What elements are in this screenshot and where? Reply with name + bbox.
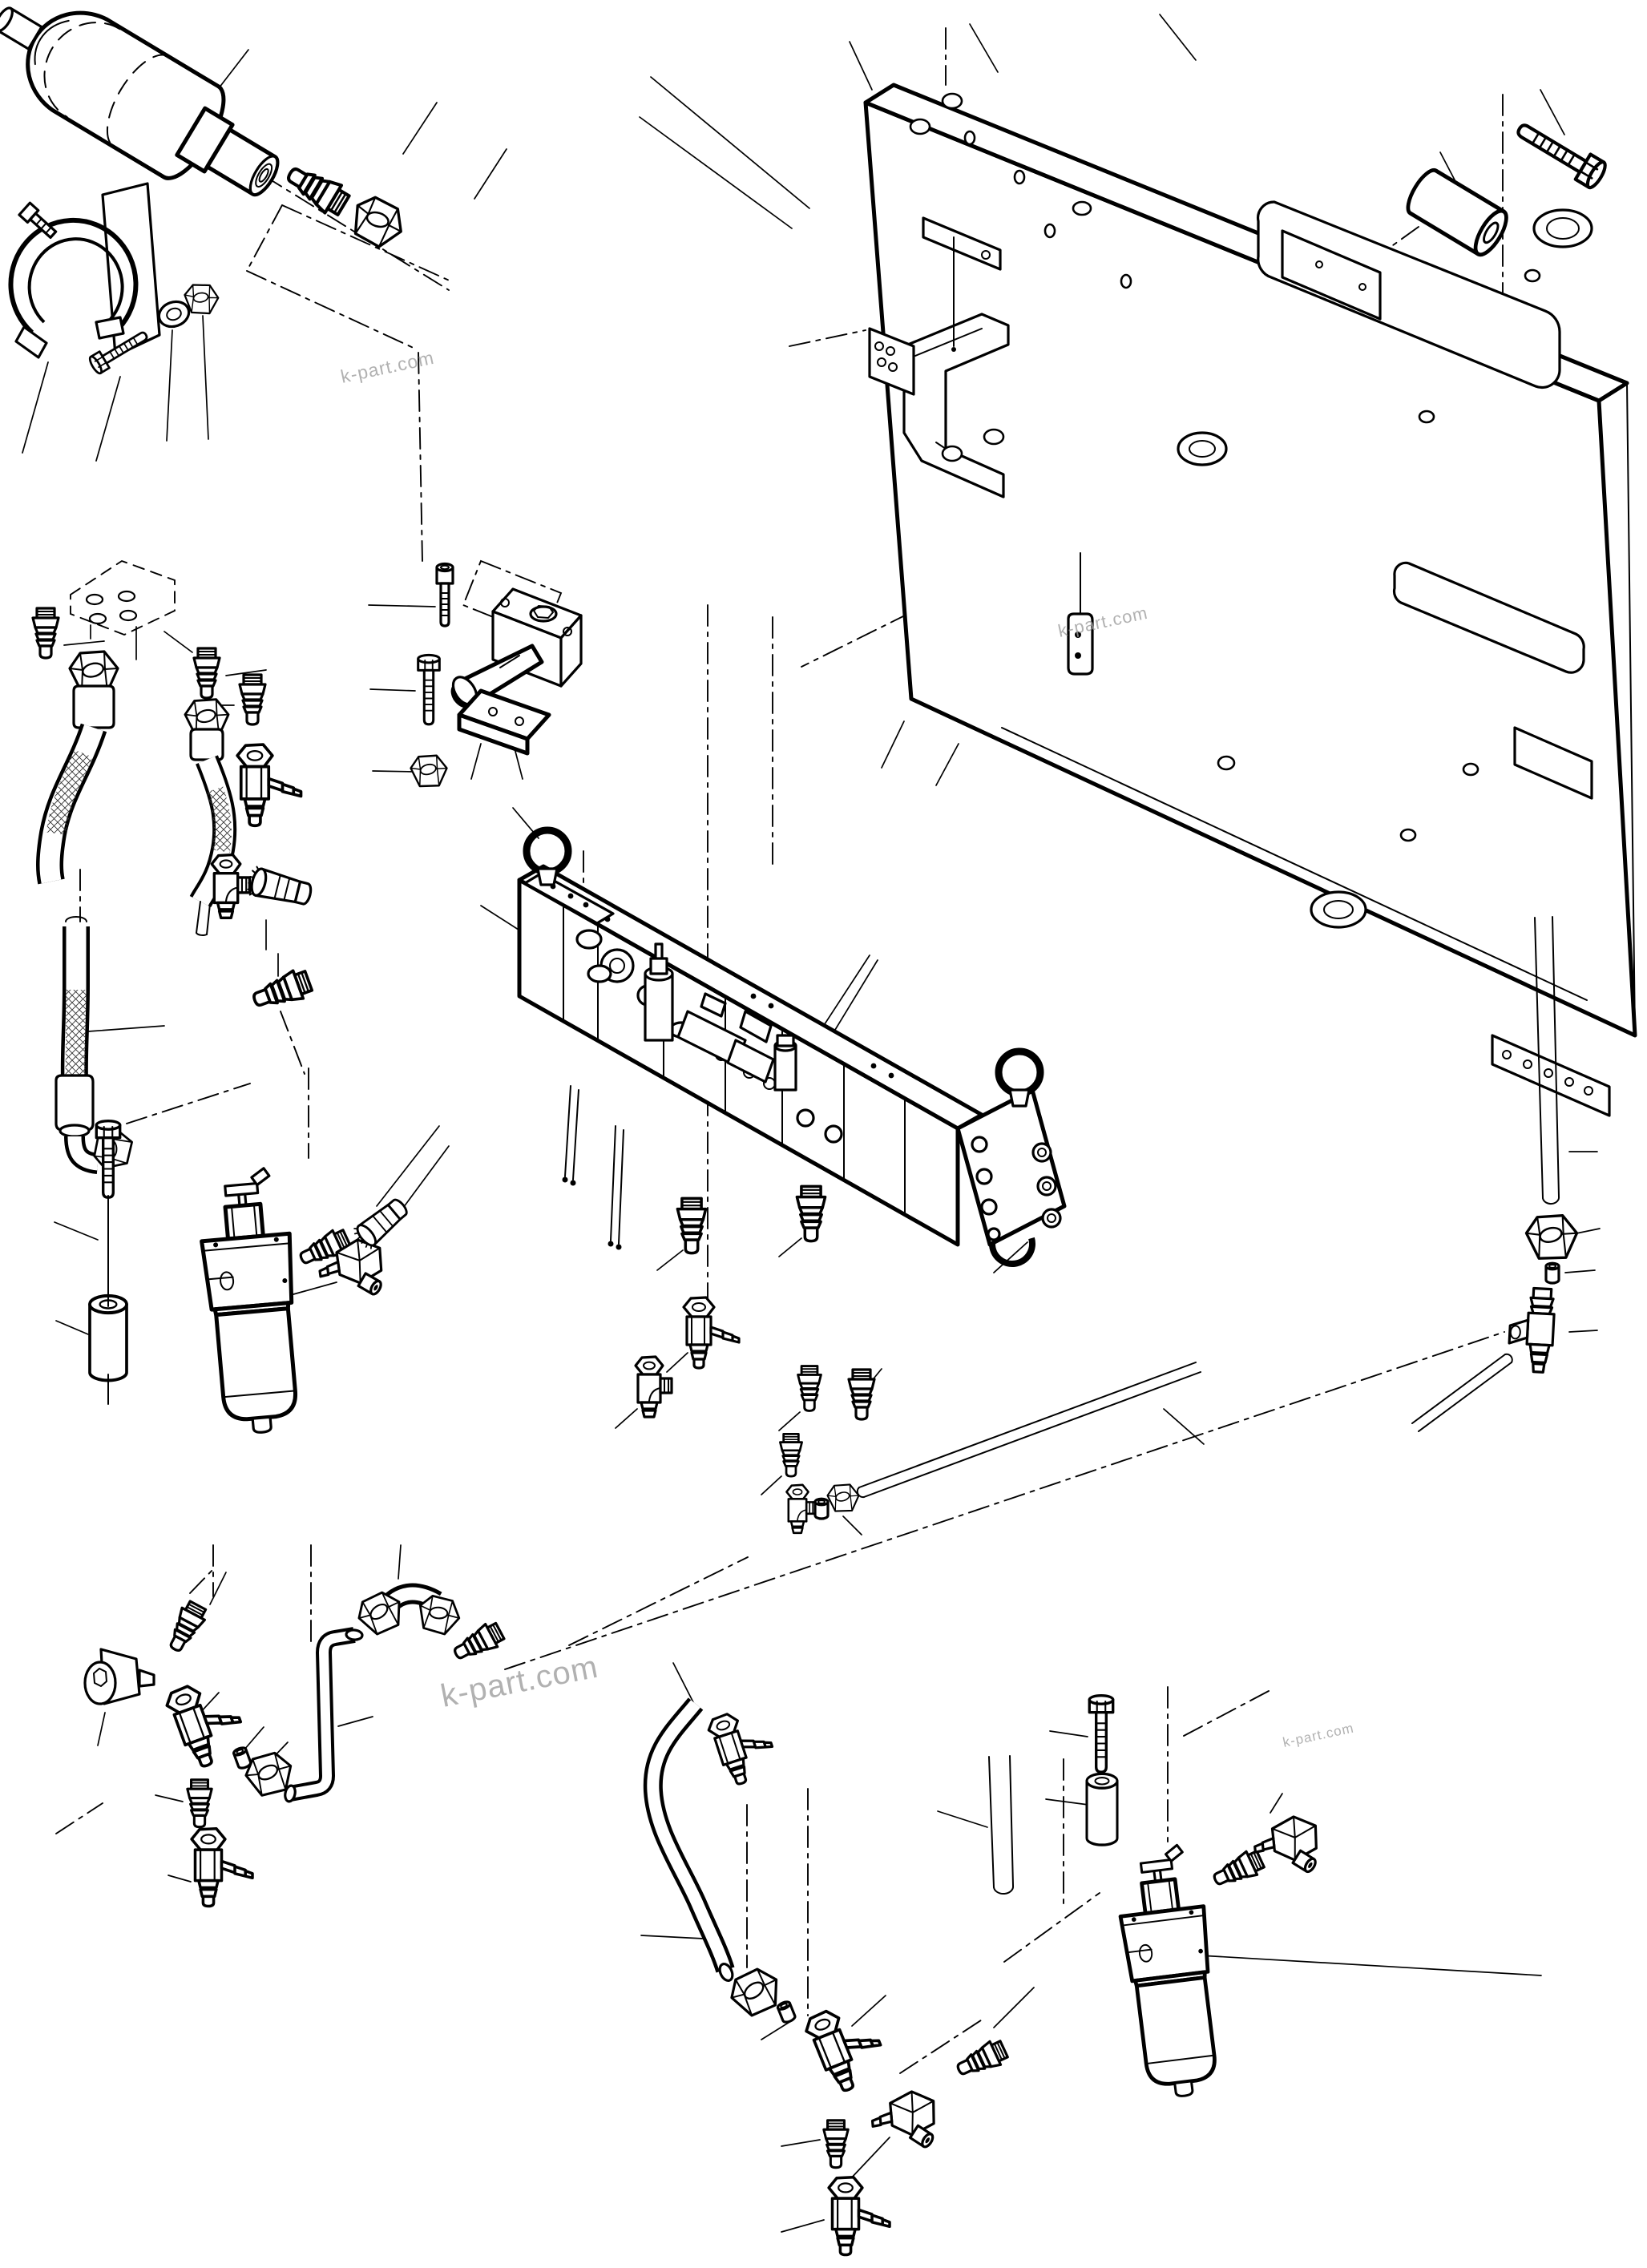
accumulator-assembly <box>0 6 412 255</box>
manifold-fitting-5 <box>797 1365 822 1412</box>
hose-assembly-2 <box>184 698 237 936</box>
pressure-filter-1 <box>196 1167 306 1436</box>
filter-group-1 <box>88 1119 413 1436</box>
bm-tube-f <box>988 1755 1015 1895</box>
pressure-filter-2 <box>1112 1842 1226 2101</box>
accumulator <box>0 6 280 197</box>
elbow-needle-valve <box>210 853 315 919</box>
accumulator-port-nut <box>343 188 412 255</box>
watermark-bottom-right: k-part.com <box>1282 1721 1355 1750</box>
hose-elbow-end <box>64 1124 136 1175</box>
plate-slot-2 <box>1392 561 1585 674</box>
bm-tee-4 <box>801 1996 894 2098</box>
hose-3 <box>643 1697 735 1982</box>
manifold-fitting-8 <box>785 1483 817 1535</box>
bm-tee-h <box>704 1702 781 1790</box>
accumulator-gas-nipple <box>0 6 43 50</box>
manifold-fitting-7 <box>779 1433 803 1478</box>
manifold-fitting-3 <box>634 1355 673 1419</box>
pilot-valve-block <box>450 587 583 756</box>
port-plate-holes <box>85 590 138 625</box>
bl-tee-3 <box>190 1826 254 1908</box>
plate-cutout-small <box>1513 726 1593 800</box>
plate-large-holes <box>1177 208 1593 929</box>
clamp-assembly <box>8 182 220 377</box>
bottom-right-cluster <box>1085 1693 1322 2101</box>
manifold-end-plate <box>955 1051 1067 1267</box>
manifold-fitting-6 <box>847 1368 876 1421</box>
manifold-pins <box>562 1085 624 1250</box>
valve-manifold <box>517 830 1201 1535</box>
manifold-valve-cluster <box>676 992 775 1084</box>
bl-valve <box>83 1648 155 1705</box>
bm-nut <box>724 1963 787 2022</box>
bm-tee-5 <box>827 2175 891 2257</box>
plate-slot-window <box>1257 200 1561 389</box>
bm-ferrule <box>775 1999 797 2025</box>
filter1-spacer <box>88 1293 128 1382</box>
bl-adapter-3 <box>448 1618 507 1667</box>
accumulator-port <box>175 106 280 197</box>
manifold-nut <box>826 1483 860 1512</box>
bl-adapter-2 <box>186 1778 213 1829</box>
hex-bolt <box>417 653 441 726</box>
plate-terminal-strip-left <box>868 327 915 396</box>
manifold-solenoid-2 <box>773 1034 797 1092</box>
steel-tube-vertical <box>1534 916 1560 1205</box>
bm-valve-2 <box>869 2088 939 2155</box>
straight-adapter-c <box>238 673 267 726</box>
watermark-bottom-left: k-part.com <box>438 1649 601 1714</box>
bottom-middle-cluster <box>643 1697 1015 2257</box>
tube-nut <box>1524 1213 1579 1260</box>
hex-nut <box>410 754 448 788</box>
leader-lines <box>22 14 1601 2233</box>
plate-holes <box>909 92 1541 842</box>
port-plate-group <box>31 559 316 1175</box>
manifold-fitting-1 <box>676 1197 708 1255</box>
steel-tube-diagonal <box>1411 1353 1513 1432</box>
bm-hose-adapter <box>952 2036 1011 2084</box>
valve-mounting-bracket <box>457 688 551 756</box>
plate-terminal-strip-bottom <box>1491 1034 1611 1117</box>
bl-adapter <box>162 1598 211 1657</box>
mounting-plate <box>863 83 1637 1117</box>
cap-screw <box>435 562 454 628</box>
straight-adapter-a <box>31 607 60 660</box>
plate-clip <box>1067 552 1094 676</box>
filter2-bolt <box>1088 1693 1115 1774</box>
straight-adapter-g <box>248 965 316 1016</box>
pilot-valve-assembly <box>410 562 583 788</box>
plate-spacer <box>1403 166 1512 259</box>
plate-bracket <box>902 216 1010 498</box>
manifold-ferrule <box>813 1497 830 1520</box>
clamp-band <box>8 201 139 359</box>
plate-slot-cover <box>1281 229 1382 321</box>
steel-tube-long <box>856 1362 1201 1499</box>
tube-ferrule <box>1544 1261 1560 1285</box>
right-tee <box>1508 1286 1556 1374</box>
hose-assembly-1 <box>36 650 136 1175</box>
manifold-solenoid-1 <box>644 942 674 1042</box>
port-plate <box>70 559 176 636</box>
bottom-left-cluster <box>83 1583 507 1908</box>
bent-tube <box>284 1627 364 1803</box>
double-elbow <box>352 1583 465 1640</box>
right-column-group <box>1411 916 1579 1432</box>
straight-adapter-d <box>192 647 221 700</box>
watermark-top-left: k-part.com <box>339 347 436 387</box>
manifold-fitting-4 <box>682 1296 741 1370</box>
manifold-fitting-2 <box>795 1184 827 1243</box>
bm-adapter-below <box>822 2119 850 2169</box>
filter2-spacer <box>1085 1772 1119 1846</box>
tee-fitting-1 <box>236 743 303 828</box>
clamp-t-bolt <box>18 201 58 240</box>
br-hose-adapter <box>1209 1846 1267 1894</box>
